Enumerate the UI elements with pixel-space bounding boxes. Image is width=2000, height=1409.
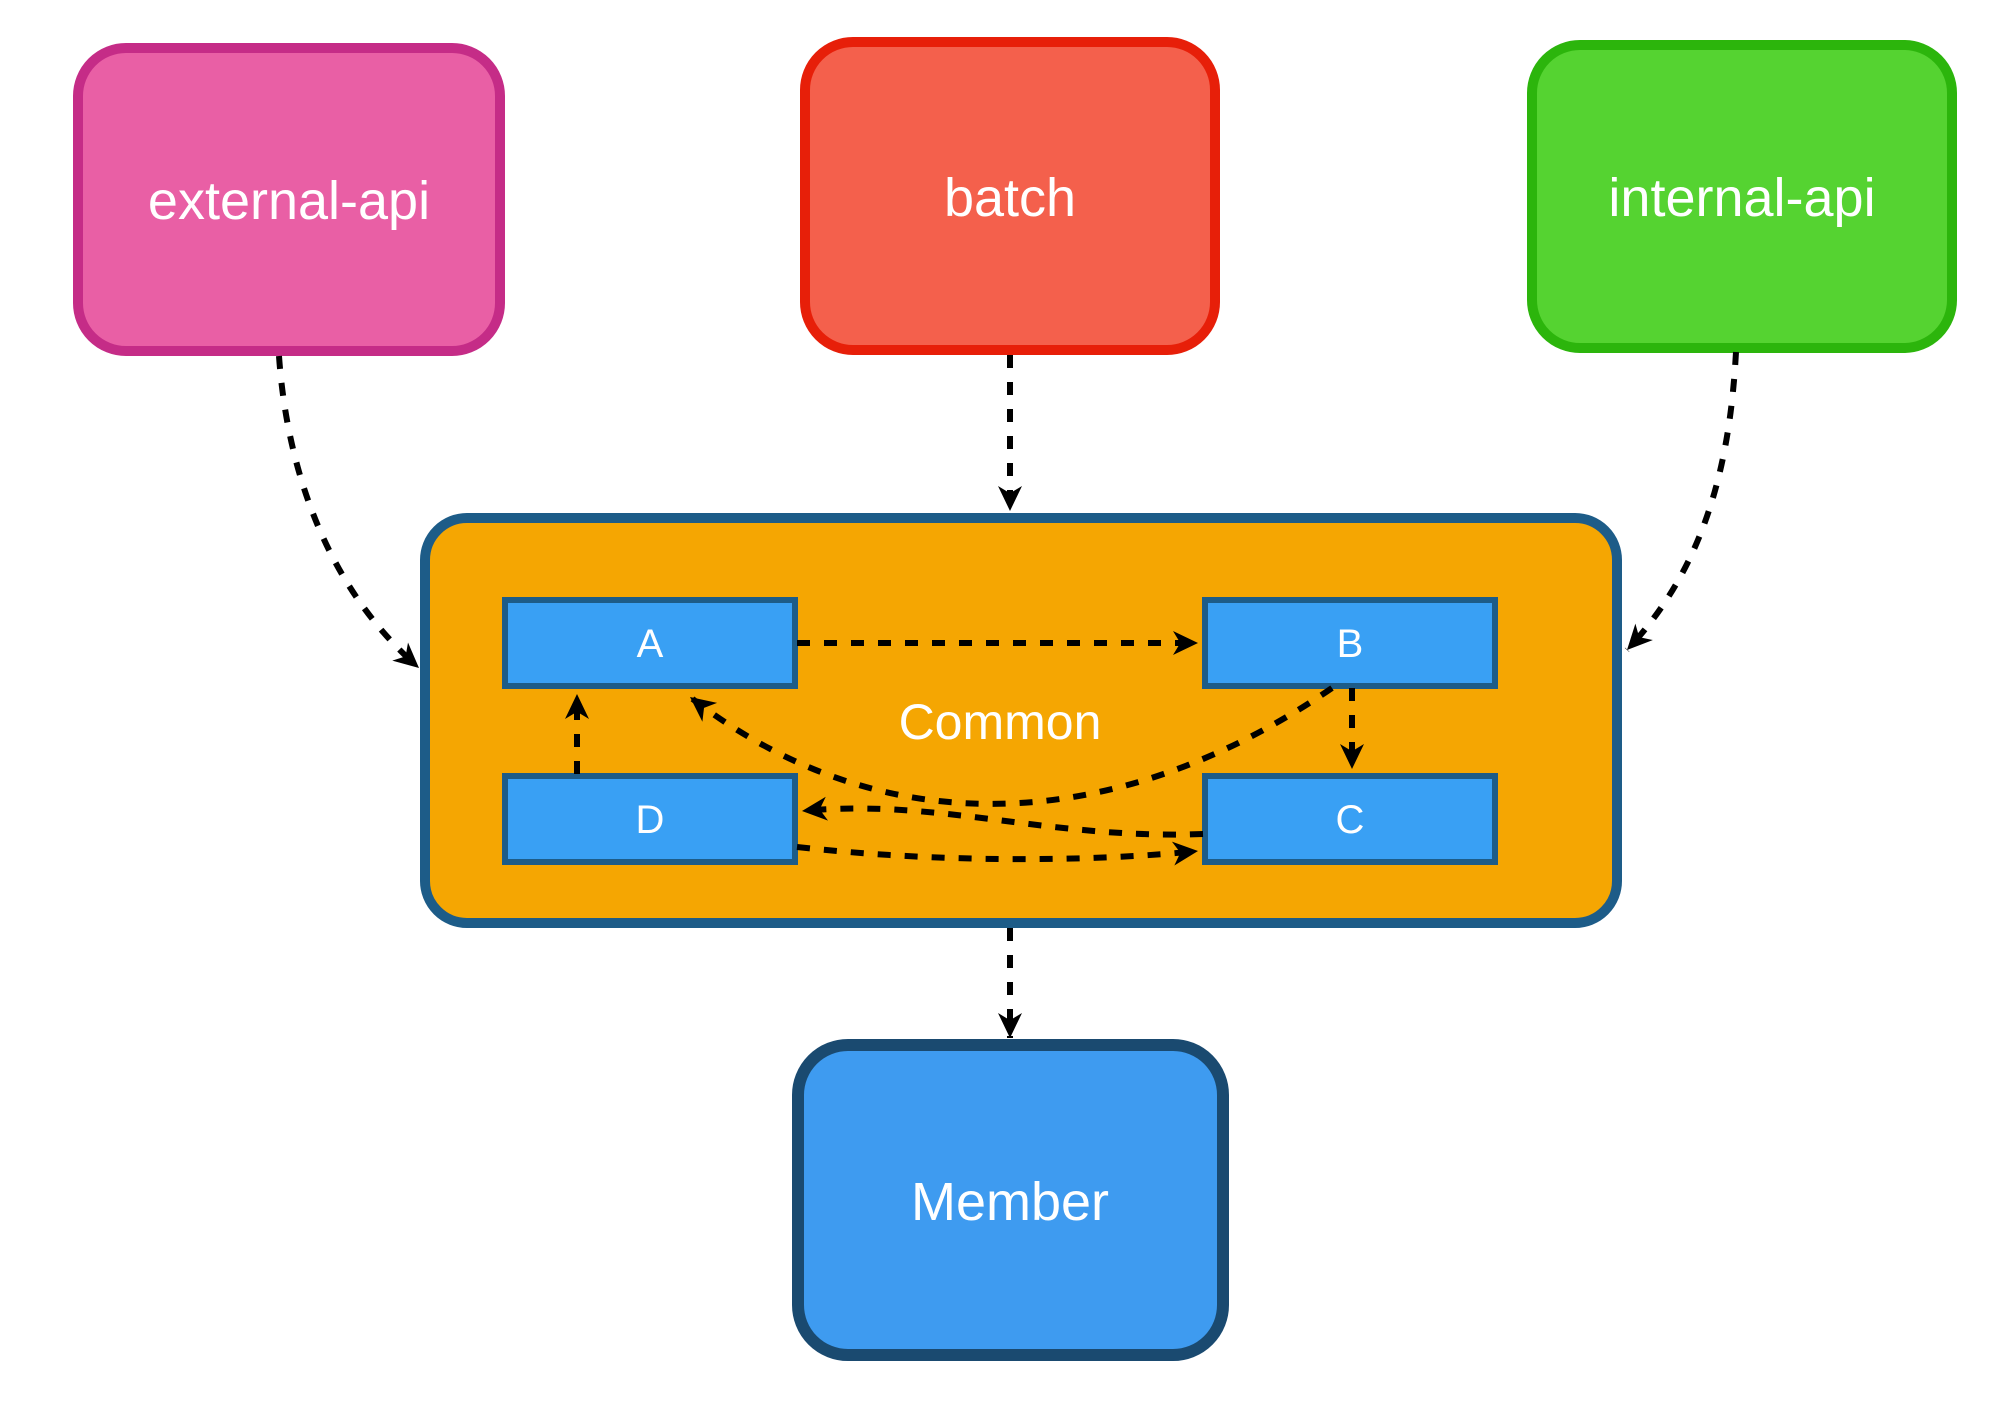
node-member: Member — [792, 1039, 1229, 1361]
node-external-api: external-api — [73, 43, 505, 356]
module-d-box — [502, 773, 798, 865]
external-api-label: external-api — [148, 171, 430, 231]
edge-internal-api-to-common — [1624, 351, 1739, 653]
module-a-box — [502, 597, 798, 689]
module-c-label: C — [1336, 798, 1365, 842]
batch-label: batch — [944, 168, 1076, 228]
common-label: Common — [899, 694, 1102, 750]
node-module-d: D — [502, 773, 798, 865]
module-c-box — [1202, 773, 1498, 865]
module-b-box — [1202, 597, 1498, 689]
member-box — [792, 1039, 1229, 1361]
node-module-a: A — [502, 597, 798, 689]
module-d-label: D — [636, 798, 665, 842]
external-api-box — [73, 43, 505, 356]
module-a-label: A — [637, 622, 664, 666]
edge-external-api-to-common — [276, 355, 421, 671]
node-batch: batch — [800, 37, 1220, 355]
batch-box — [800, 37, 1220, 355]
internal-api-label: internal-api — [1608, 168, 1875, 228]
node-internal-api: internal-api — [1527, 40, 1957, 353]
edge-d-to-c — [796, 841, 1199, 866]
node-module-c: C — [1202, 773, 1498, 865]
edge-c-to-d — [801, 796, 1204, 838]
member-label: Member — [911, 1172, 1109, 1232]
internal-api-box — [1527, 40, 1957, 353]
node-module-b: B — [1202, 597, 1498, 689]
module-b-label: B — [1337, 622, 1364, 666]
